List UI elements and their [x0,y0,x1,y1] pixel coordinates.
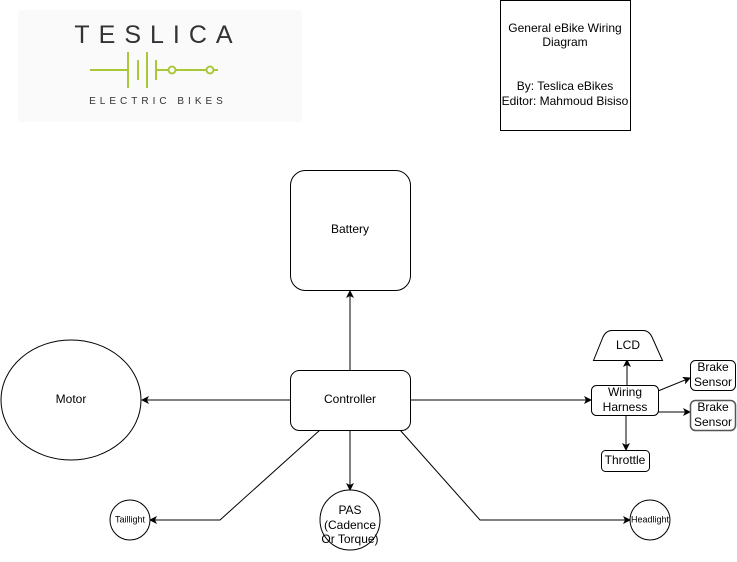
motor-label: Motor [56,392,87,406]
info-editor: Editor: Mahmoud Bisiso [502,94,629,108]
controller-label: Controller [324,392,376,406]
info-by: By: Teslica eBikes [517,79,614,93]
pas-label-3: Or Torque) [321,532,378,546]
node-motor[interactable]: Motor [0,339,142,461]
brake1-label-1: Brake [697,360,729,374]
node-taillight[interactable]: Taillight [109,499,151,541]
edge-controller-taillight [149,429,321,524]
edges [141,290,691,524]
wiring-label-1: Wiring [608,385,642,399]
node-brake-sensor-1[interactable]: Brake Sensor [690,360,736,391]
logo-tagline: ELECTRIC BIKES [89,96,227,107]
teslica-logo: TESLICA ELECTRIC BIKES [18,10,302,122]
info-title-2: Diagram [542,35,587,49]
headlight-label: Headlight [631,514,670,524]
node-throttle[interactable]: Throttle [601,450,650,472]
logo-brand: TESLICA [74,21,241,49]
node-controller[interactable]: Controller [290,370,411,431]
lcd-label: LCD [616,338,640,352]
wiring-label-2: Harness [603,400,648,414]
brake2-label-2: Sensor [694,415,732,429]
brake1-label-2: Sensor [694,375,732,389]
throttle-label: Throttle [605,453,646,467]
info-box: General eBike Wiring Diagram By: Teslica… [500,0,631,131]
battery-label: Battery [331,222,369,236]
node-pas[interactable]: PAS (Cadence Or Torque) [319,489,381,551]
node-battery[interactable]: Battery [290,170,411,291]
pas-label-1: PAS [338,503,361,517]
battery-symbol-icon [90,52,218,88]
node-wiring-harness[interactable]: Wiring Harness [591,385,659,416]
node-lcd[interactable]: LCD [592,330,664,361]
node-headlight[interactable]: Headlight [629,499,671,541]
info-title-1: General eBike Wiring [508,21,621,35]
edge-controller-headlight [399,429,631,524]
brake2-label-1: Brake [697,400,729,414]
pas-label-2: (Cadence [324,518,376,532]
node-brake-sensor-2[interactable]: Brake Sensor [689,399,737,432]
taillight-label: Taillight [115,514,146,524]
edge-wiring-brake1 [657,376,691,392]
